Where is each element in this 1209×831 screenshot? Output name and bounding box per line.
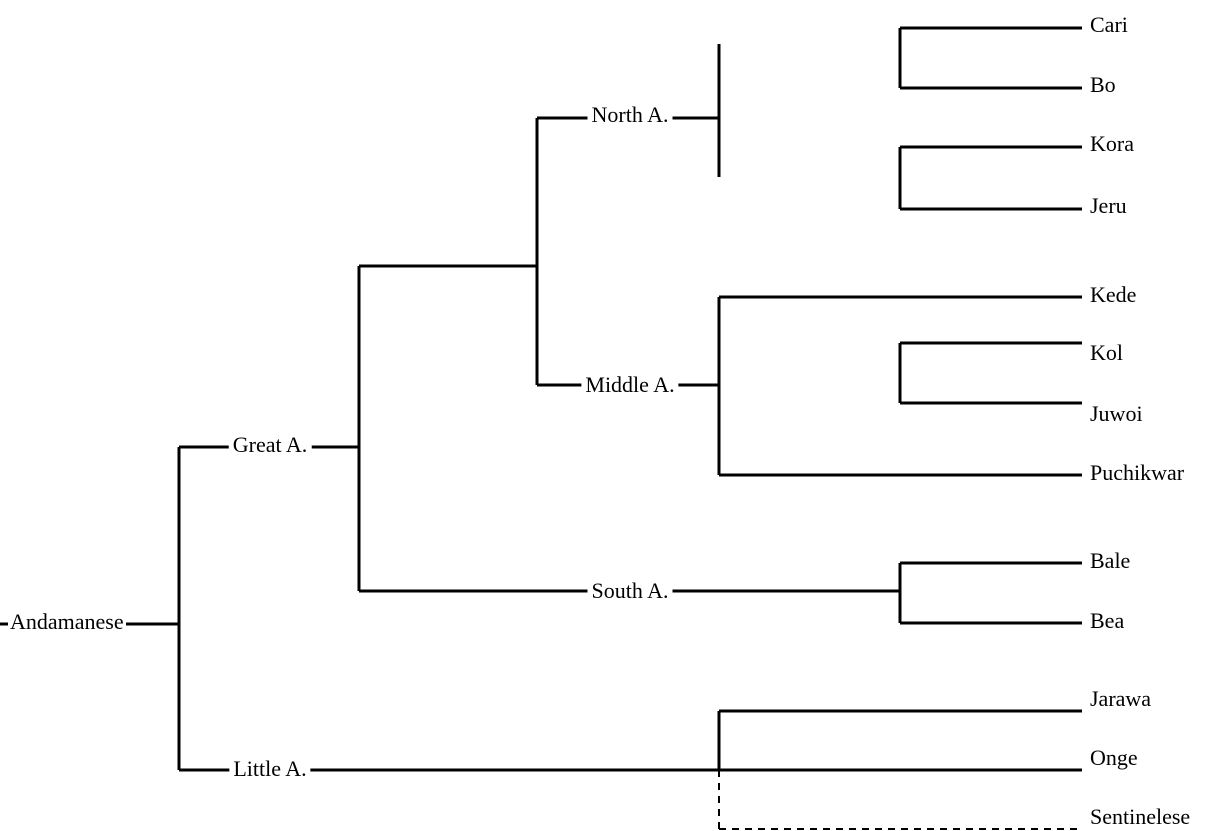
leaf-label-onge: Onge — [1090, 745, 1138, 770]
branch-group — [0, 26, 1082, 830]
root-label-andamanese: Andamanese — [8, 609, 126, 634]
node-label-little-a: Little A. — [229, 758, 311, 780]
leaf-label-kol: Kol — [1090, 340, 1123, 365]
node-label-south-a: South A. — [587, 580, 673, 602]
leaf-label-sentinelese: Sentinelese — [1090, 804, 1191, 829]
leaf-label-cari: Cari — [1090, 12, 1128, 37]
leaf-label-bea: Bea — [1090, 608, 1125, 633]
leaf-label-jeru: Jeru — [1090, 193, 1127, 218]
leaf-label-bo: Bo — [1090, 72, 1116, 97]
node-label-great-a: Great A. — [228, 434, 312, 456]
leaf-label-bale: Bale — [1090, 548, 1131, 573]
node-label-middle-a: Middle A. — [581, 374, 679, 396]
leaf-label-puchikwar: Puchikwar — [1090, 460, 1185, 485]
leaf-label-kede: Kede — [1090, 282, 1137, 307]
leaf-label-kora: Kora — [1090, 131, 1134, 156]
node-label-north-a: North A. — [587, 104, 673, 126]
leaf-label-juwoi: Juwoi — [1090, 401, 1143, 426]
leaf-label-jarawa: Jarawa — [1090, 686, 1152, 711]
